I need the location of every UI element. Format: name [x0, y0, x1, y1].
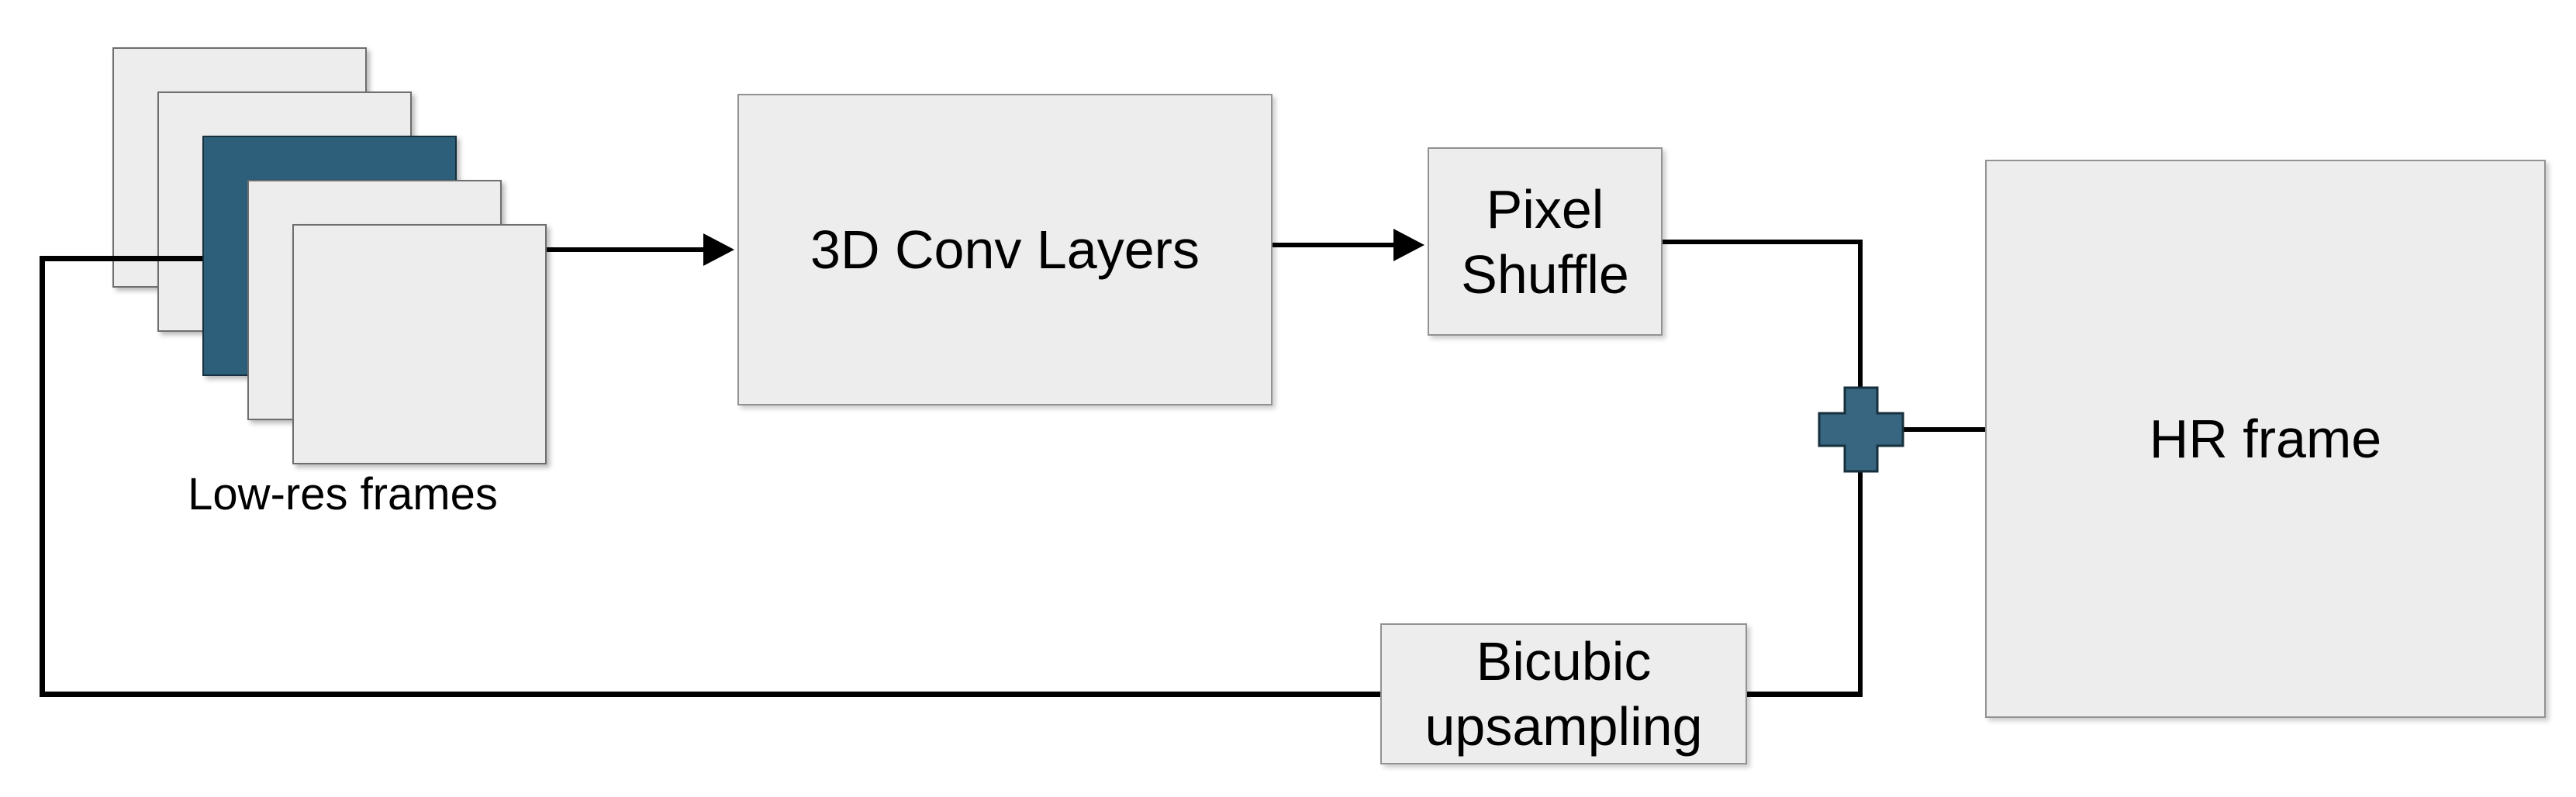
low-res-frame: [292, 224, 547, 464]
connector-conv-to-shuffle: [1272, 243, 1395, 247]
low-res-frames-label: Low-res frames: [188, 469, 498, 519]
conv3d-label: 3D Conv Layers: [810, 219, 1200, 280]
arrow-right-icon: [1393, 229, 1424, 261]
connector-sum-to-hr: [1900, 427, 1987, 432]
hr-frame-box: HR frame: [1985, 160, 2546, 718]
connector-shuffle-to-sum: [1663, 240, 1863, 244]
arrow-right-icon: [703, 233, 734, 266]
connector-skip-bottom: [40, 692, 1383, 697]
pixel-shuffle-label: Pixel Shuffle: [1461, 178, 1629, 305]
conv3d-box: 3D Conv Layers: [737, 94, 1272, 405]
connector-skip-left-vertical: [40, 256, 45, 697]
sum-node: [1818, 386, 1904, 473]
bicubic-upsampling-label: Bicubic upsampling: [1424, 631, 1703, 757]
plus-icon: [1818, 386, 1904, 473]
connector-skip-left-horizontal: [40, 256, 249, 261]
hr-frame-label: HR frame: [2149, 409, 2382, 469]
bicubic-upsampling-box: Bicubic upsampling: [1380, 623, 1747, 764]
connector-bicubic-to-sum: [1747, 692, 1863, 697]
pixel-shuffle-box: Pixel Shuffle: [1428, 147, 1663, 336]
